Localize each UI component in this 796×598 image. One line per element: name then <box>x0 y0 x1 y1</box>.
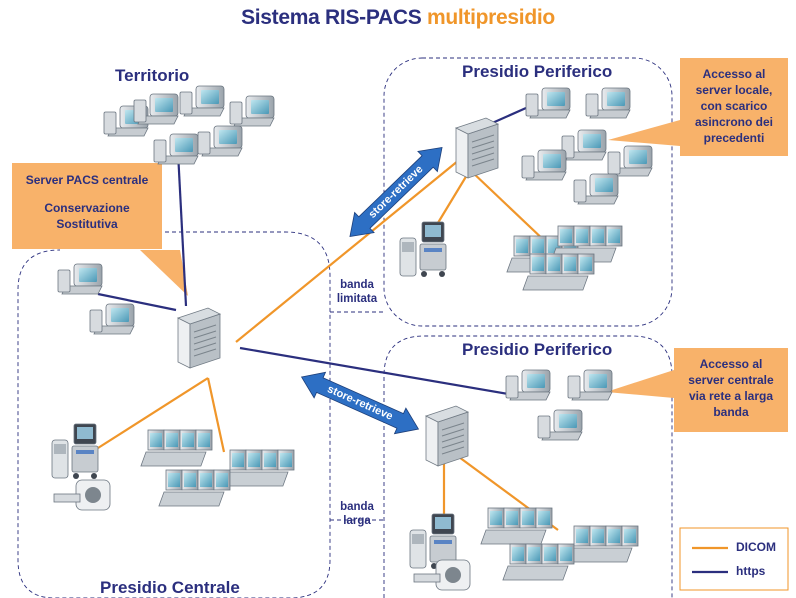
central-reporting-station-icon <box>158 469 231 507</box>
callout-locale-line2: server locale, <box>695 83 773 97</box>
https-links <box>97 106 527 398</box>
local-server-icon <box>455 117 499 179</box>
callout-locale-line4: asincrono dei <box>694 115 774 129</box>
title-accent: multipresidio <box>426 6 555 29</box>
banda-larga-line1: banda <box>340 501 374 513</box>
callout-locale-line3: con scarico <box>700 99 768 113</box>
peripheral-pc-icon <box>525 87 571 119</box>
territorio-workstations <box>103 85 275 165</box>
label-territorio: Territorio <box>115 66 190 85</box>
callout-server-pacs-text: Server PACS centrale Conservazione Sosti… <box>12 172 162 232</box>
callout-locale-line5: precedenti <box>703 131 765 145</box>
central-pc-icon <box>57 263 103 295</box>
callout-pacs-line2: Conservazione <box>44 201 130 215</box>
title-main: Sistema RIS-PACS <box>241 6 422 29</box>
peripheral-pc-icon <box>585 87 631 119</box>
callout-centrale-line4: banda <box>713 405 749 419</box>
peripheral-pc-icon <box>573 173 619 205</box>
diagram-title: Sistema RIS-PACS multipresidio <box>0 6 796 30</box>
peripheral-reporting-station-icon <box>480 507 553 545</box>
store-retrieve-arrow-top <box>349 147 443 237</box>
central-reporting-station-icon <box>140 429 213 467</box>
label-banda-limitata: banda limitata <box>332 278 382 306</box>
callout-pacs-line3: Sostitutiva <box>56 217 118 231</box>
peripheral-reporting-station-icon <box>566 525 639 563</box>
label-presidio-periferico-top: Presidio Periferico <box>462 62 613 81</box>
label-banda-larga: banda larga <box>332 500 382 528</box>
boundary-presidio-centrale <box>17 231 331 598</box>
peripheral-pc-icon <box>607 145 653 177</box>
banda-larga-line2: larga <box>343 515 371 527</box>
territorio-pc-icon <box>133 93 179 125</box>
callout-server-centrale <box>606 348 788 432</box>
central-ultrasound-icon <box>51 423 99 480</box>
callout-server-centrale-text: Accesso al server centrale via rete a la… <box>674 356 788 420</box>
legend-https-label: https <box>736 564 766 578</box>
peripheral-pc-icon <box>521 149 567 181</box>
callout-locale-line1: Accesso al <box>702 67 766 81</box>
territorio-pc-icon <box>229 95 275 127</box>
peripheral-reporting-station-icon <box>502 543 575 581</box>
peripheral-ultrasound-icon <box>399 221 447 278</box>
store-retrieve-arrow-bottom <box>300 371 420 435</box>
peripheral-pc-icon <box>561 129 607 161</box>
callout-pacs-line1: Server PACS centrale <box>25 173 149 187</box>
label-presidio-periferico-bottom: Presidio Periferico <box>462 340 613 359</box>
peripheral-pc-icon <box>537 409 583 441</box>
bandwidth-separator <box>330 311 384 521</box>
callout-server-pacs <box>12 163 188 296</box>
label-presidio-centrale: Presidio Centrale <box>100 578 240 597</box>
central-pc-icon <box>89 303 135 335</box>
territorio-pc-icon <box>153 133 199 165</box>
callout-centrale-line2: server centrale <box>688 373 774 387</box>
central-reporting-station-icon <box>222 449 295 487</box>
callout-server-locale <box>608 58 788 156</box>
boundary-presidio-periferico-bottom <box>383 335 673 598</box>
peripheral-server-icon <box>425 405 469 467</box>
peripheral-reporting-station-icon <box>522 253 595 291</box>
legend-box <box>679 527 789 591</box>
central-ct-scanner-icon <box>53 479 111 511</box>
callout-centrale-line3: via rete a larga <box>688 389 774 403</box>
peripheral-pc-icon <box>505 369 551 401</box>
banda-limitata-line2: limitata <box>336 293 378 305</box>
peripheral-pc-icon <box>567 369 613 401</box>
territorio-pc-icon <box>197 125 243 157</box>
banda-limitata-line1: banda <box>340 279 374 291</box>
callout-server-locale-text: Accesso al server locale, con scarico as… <box>680 66 788 146</box>
presidio-centrale-equipment <box>51 263 295 511</box>
territorio-pc-icon <box>179 85 225 117</box>
legend-dicom-label: DICOM <box>736 540 776 554</box>
presidio-periferico-top-equipment <box>399 87 653 291</box>
central-pacs-server-icon <box>177 307 221 369</box>
callout-centrale-line1: Accesso al <box>699 357 763 371</box>
